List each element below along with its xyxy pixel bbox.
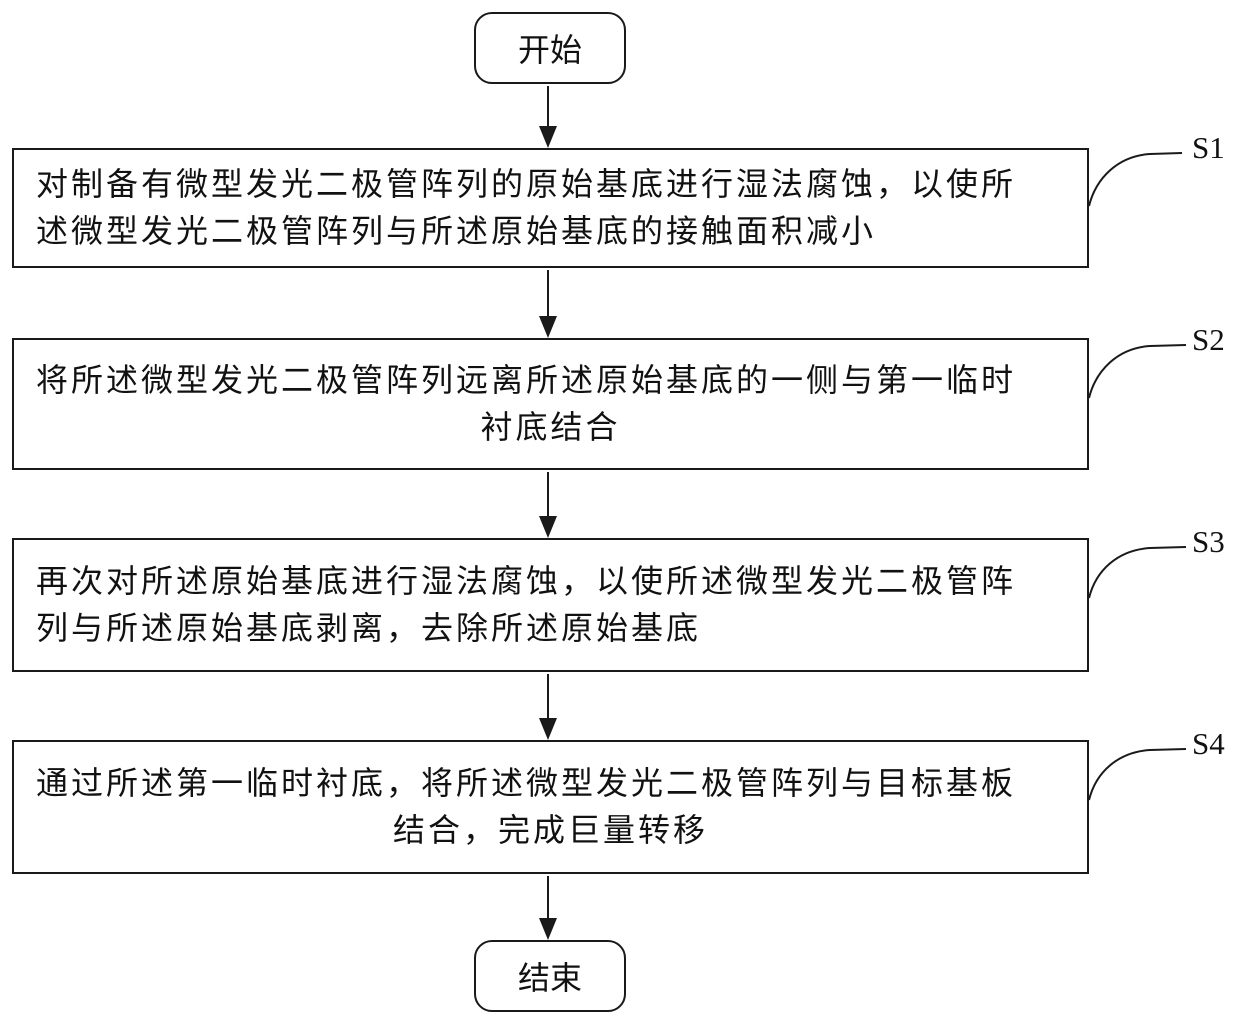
leader-line-s2: [1089, 345, 1186, 398]
leader-line-s1: [1089, 153, 1182, 206]
step-s4-line-1: 通过所述第一临时衬底，将所述微型发光二极管阵列与目标基板: [14, 760, 1087, 807]
step-s4-line-2: 结合，完成巨量转移: [14, 807, 1087, 854]
start-terminal: 开始: [474, 12, 626, 84]
step-box-s4: 通过所述第一临时衬底，将所述微型发光二极管阵列与目标基板 结合，完成巨量转移: [12, 740, 1089, 874]
step-s3-line-1: 再次对所述原始基底进行湿法腐蚀，以使所述微型发光二极管阵: [14, 558, 1087, 605]
arrow-s4-to-end-head: [539, 918, 557, 940]
step-label-s2: S2: [1192, 323, 1225, 357]
step-label-s1: S1: [1192, 131, 1225, 165]
step-s3-line-2: 列与所述原始基底剥离，去除所述原始基底: [14, 605, 1087, 652]
end-label: 结束: [518, 953, 582, 999]
arrow-s2-to-s3-head: [539, 516, 557, 538]
step-s2-line-2: 衬底结合: [14, 404, 1087, 451]
leader-line-s4: [1089, 749, 1186, 800]
step-s1-line-1: 对制备有微型发光二极管阵列的原始基底进行湿法腐蚀，以使所: [14, 161, 1087, 208]
step-box-s3: 再次对所述原始基底进行湿法腐蚀，以使所述微型发光二极管阵 列与所述原始基底剥离，…: [12, 538, 1089, 672]
step-box-s1: 对制备有微型发光二极管阵列的原始基底进行湿法腐蚀，以使所 述微型发光二极管阵列与…: [12, 148, 1089, 268]
leader-line-s3: [1089, 547, 1186, 598]
start-label: 开始: [518, 25, 582, 71]
arrow-s1-to-s2-head: [539, 316, 557, 338]
arrow-s3-to-s4-head: [539, 718, 557, 740]
arrow-start-to-s1-head: [539, 126, 557, 148]
step-s1-line-2: 述微型发光二极管阵列与所述原始基底的接触面积减小: [14, 208, 1087, 255]
step-box-s2: 将所述微型发光二极管阵列远离所述原始基底的一侧与第一临时 衬底结合: [12, 338, 1089, 470]
step-s2-line-1: 将所述微型发光二极管阵列远离所述原始基底的一侧与第一临时: [14, 357, 1087, 404]
step-label-s3: S3: [1192, 525, 1225, 559]
step-label-s4: S4: [1192, 727, 1225, 761]
end-terminal: 结束: [474, 940, 626, 1012]
